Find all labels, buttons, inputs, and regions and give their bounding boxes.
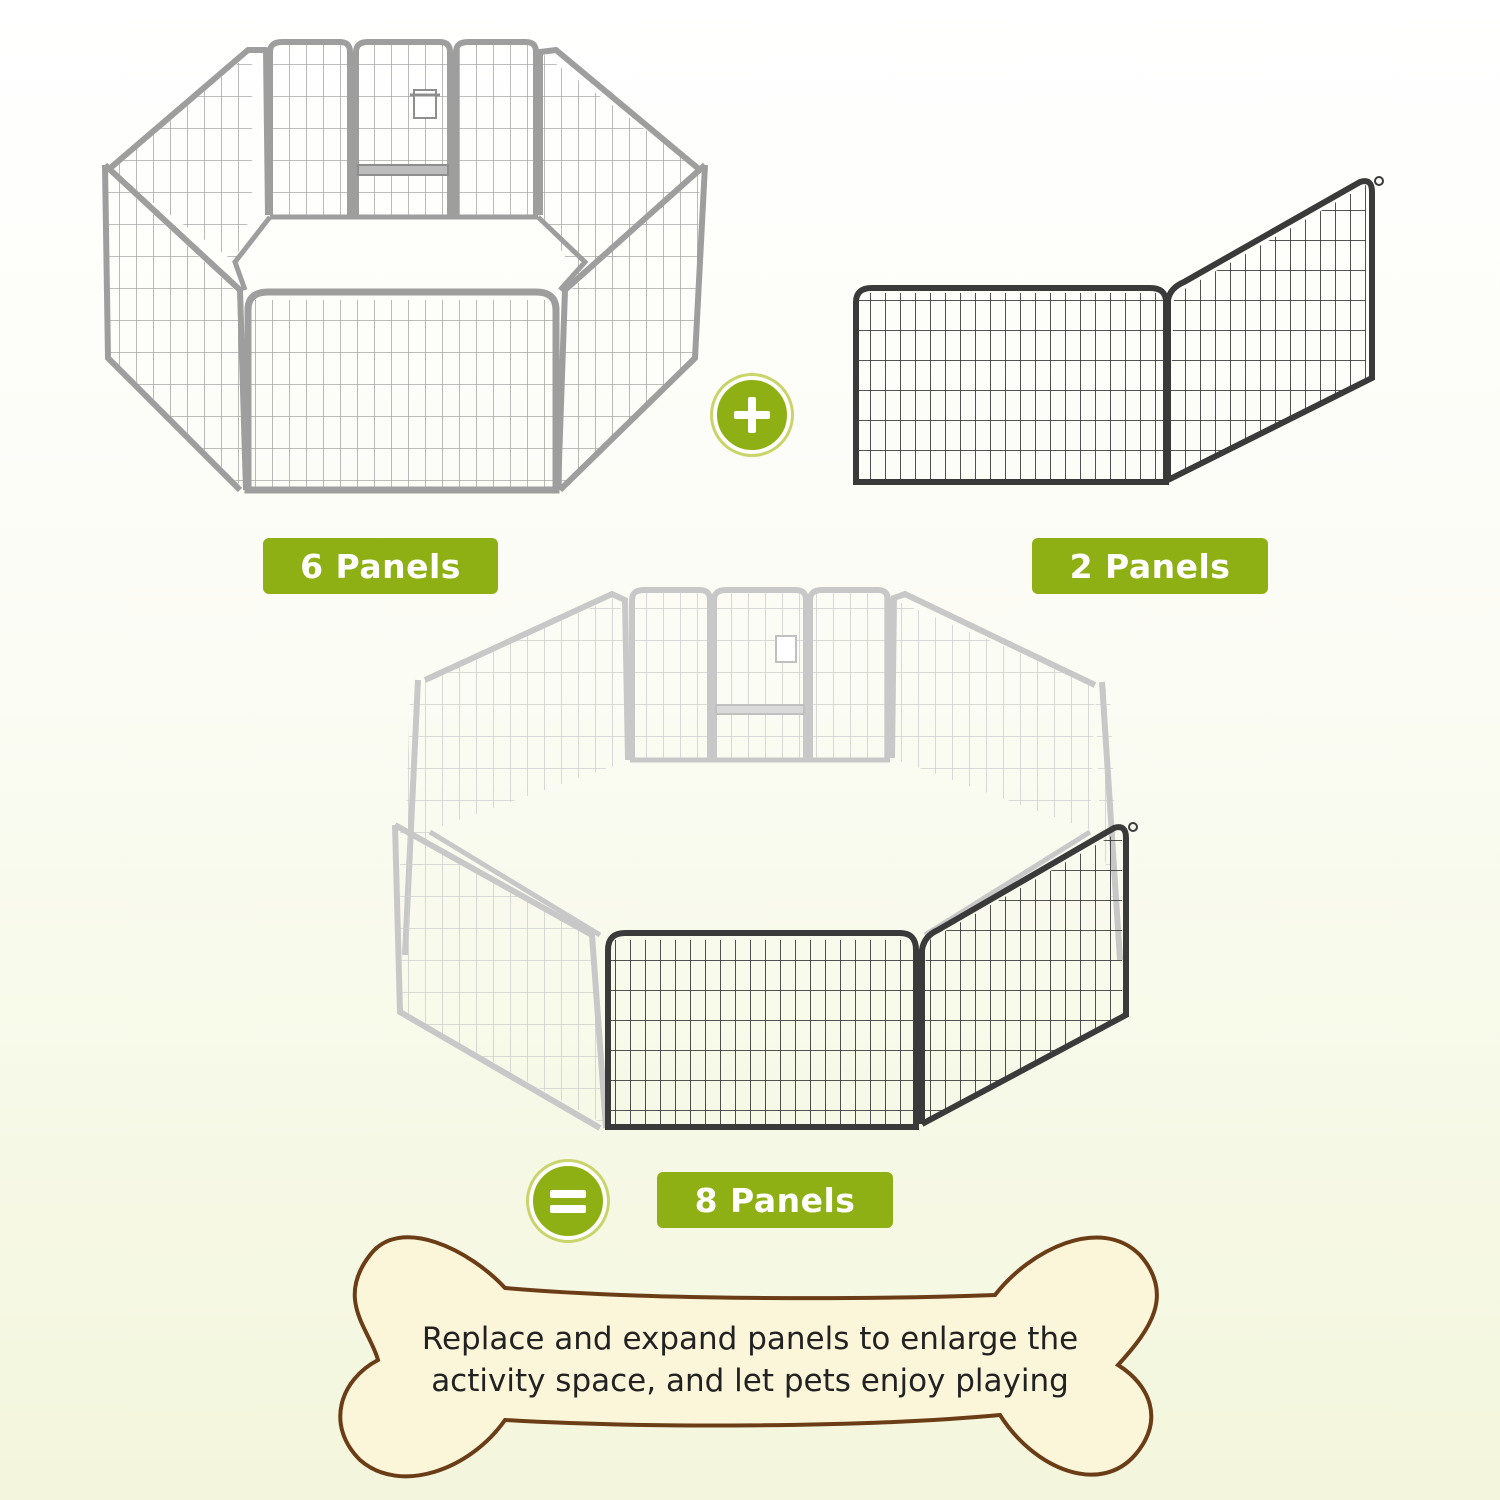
caption-line-2: activity space, and let pets enjoy playi… — [431, 1363, 1069, 1399]
plus-glyph — [734, 397, 770, 433]
black-front-panel — [853, 285, 1169, 485]
two-panels-label: 2 Panels — [1032, 538, 1268, 594]
back-right-panel — [537, 47, 702, 290]
eight-panels-label: 8 Panels — [657, 1172, 893, 1228]
equals-icon — [529, 1162, 607, 1240]
equals-glyph — [550, 1190, 586, 1213]
left-side-panel — [102, 162, 249, 493]
back-center-panels — [267, 39, 539, 220]
plus-icon — [713, 376, 791, 454]
light-back-panels — [423, 587, 1097, 830]
black-angled-panel — [1165, 176, 1384, 483]
two-panel-set — [853, 176, 1384, 485]
eight-panel-pen — [392, 587, 1138, 1131]
bone-shape — [338, 1235, 1159, 1479]
six-panel-pen — [102, 39, 708, 494]
caption-line-1: Replace and expand panels to enlarge the — [421, 1321, 1079, 1357]
six-panels-label: 6 Panels — [263, 538, 498, 594]
front-panel — [244, 288, 560, 494]
bone-caption: Replace and expand panels to enlarge the… — [380, 1318, 1120, 1402]
black-front-panels — [605, 822, 1138, 1130]
right-side-panel — [555, 162, 708, 493]
